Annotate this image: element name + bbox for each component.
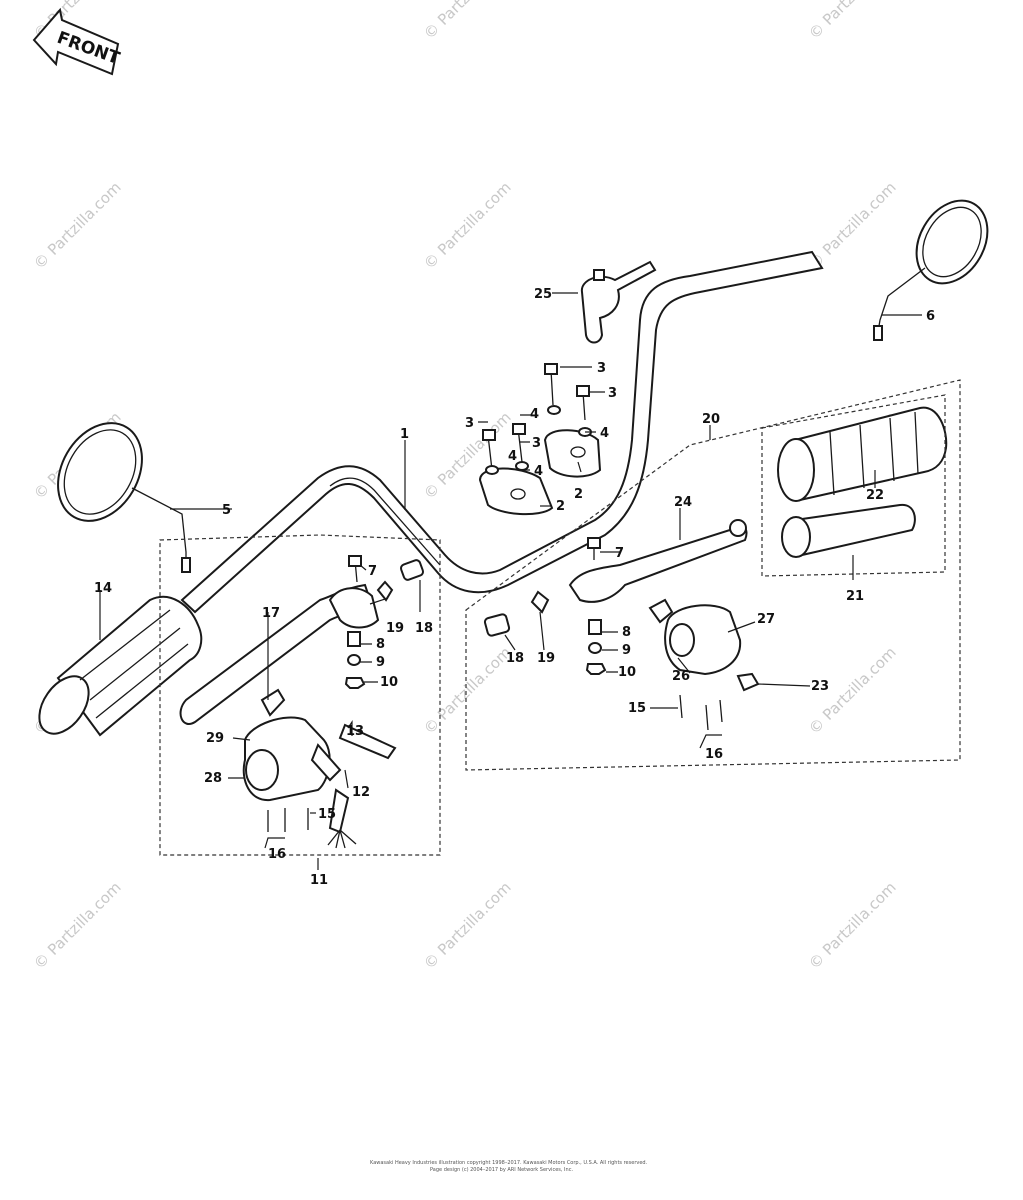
callout-14: 14 — [94, 581, 112, 596]
callout-11: 11 — [310, 873, 328, 888]
watermark: © Partzilla.com — [420, 878, 515, 973]
callout-3: 3 — [608, 386, 617, 401]
footer-line-1: Kawasaki Heavy Industries illustration c… — [370, 1160, 648, 1166]
callout-4: 4 — [508, 449, 517, 464]
callout-15: 15 — [318, 807, 336, 822]
callout-20: 20 — [702, 412, 720, 427]
callout-29: 29 — [206, 731, 224, 746]
callout-8: 8 — [376, 637, 385, 652]
callout-9: 9 — [622, 643, 631, 658]
switch-left — [242, 688, 397, 849]
mirror-right — [873, 199, 989, 341]
callout-17: 17 — [262, 606, 280, 621]
watermark: © Partzilla.com — [30, 178, 125, 273]
callout-5: 5 — [222, 503, 231, 518]
watermark: © Partzilla.com — [420, 643, 515, 738]
callout-19: 19 — [537, 651, 555, 666]
callout-18: 18 — [415, 621, 433, 636]
handlebar — [180, 250, 824, 614]
grip-left — [38, 595, 203, 737]
throttle-clamp — [580, 260, 657, 344]
watermark: © Partzilla.com — [30, 878, 125, 973]
callout-2: 2 — [574, 487, 583, 502]
watermark: © Partzilla.com — [420, 178, 515, 273]
callout-27: 27 — [757, 612, 775, 627]
callouts: 1 2 2 3 3 3 3 4 4 4 4 5 6 7 7 8 8 9 9 10… — [94, 287, 935, 888]
lever-left — [179, 555, 425, 725]
leader-lines — [99, 292, 922, 870]
callout-28: 28 — [204, 771, 222, 786]
watermark: © Partzilla.com — [805, 178, 900, 273]
callout-21: 21 — [846, 589, 864, 604]
callout-16: 16 — [705, 747, 723, 762]
callout-4: 4 — [530, 407, 539, 422]
callout-3: 3 — [597, 361, 606, 376]
callout-22: 22 — [866, 488, 884, 503]
callout-13: 13 — [346, 724, 364, 739]
callout-7: 7 — [368, 564, 377, 579]
watermark: © Partzilla.com — [805, 878, 900, 973]
callout-4: 4 — [534, 464, 543, 479]
callout-3: 3 — [465, 416, 474, 431]
callout-25: 25 — [534, 287, 552, 302]
callout-10: 10 — [380, 675, 398, 690]
handlebar-holders — [478, 363, 602, 516]
callout-24: 24 — [674, 495, 692, 510]
callout-2: 2 — [556, 499, 565, 514]
callout-10: 10 — [618, 665, 636, 680]
watermark: © Partzilla.com — [420, 0, 515, 43]
grip-right-21 — [781, 503, 916, 558]
callout-12: 12 — [352, 785, 370, 800]
callout-16: 16 — [268, 847, 286, 862]
callout-1: 1 — [400, 427, 409, 442]
callout-7: 7 — [615, 546, 624, 561]
callout-26: 26 — [672, 669, 690, 684]
callout-18: 18 — [506, 651, 524, 666]
grip-right-22 — [777, 406, 948, 502]
group-frames — [159, 379, 961, 856]
mirror-left — [57, 422, 191, 573]
footer-line-2: Page design (c) 2004–2017 by ARI Network… — [430, 1167, 573, 1173]
watermark: © Partzilla.com — [805, 0, 900, 43]
callout-4: 4 — [600, 426, 609, 441]
lever-right — [483, 519, 748, 675]
callout-3: 3 — [532, 436, 541, 451]
callout-6: 6 — [926, 309, 935, 324]
callout-23: 23 — [811, 679, 829, 694]
switch-right — [648, 598, 760, 731]
callout-8: 8 — [622, 625, 631, 640]
callout-15: 15 — [628, 701, 646, 716]
callout-19: 19 — [386, 621, 404, 636]
callout-9: 9 — [376, 655, 385, 670]
footer: Kawasaki Heavy Industries illustration c… — [370, 1160, 648, 1173]
